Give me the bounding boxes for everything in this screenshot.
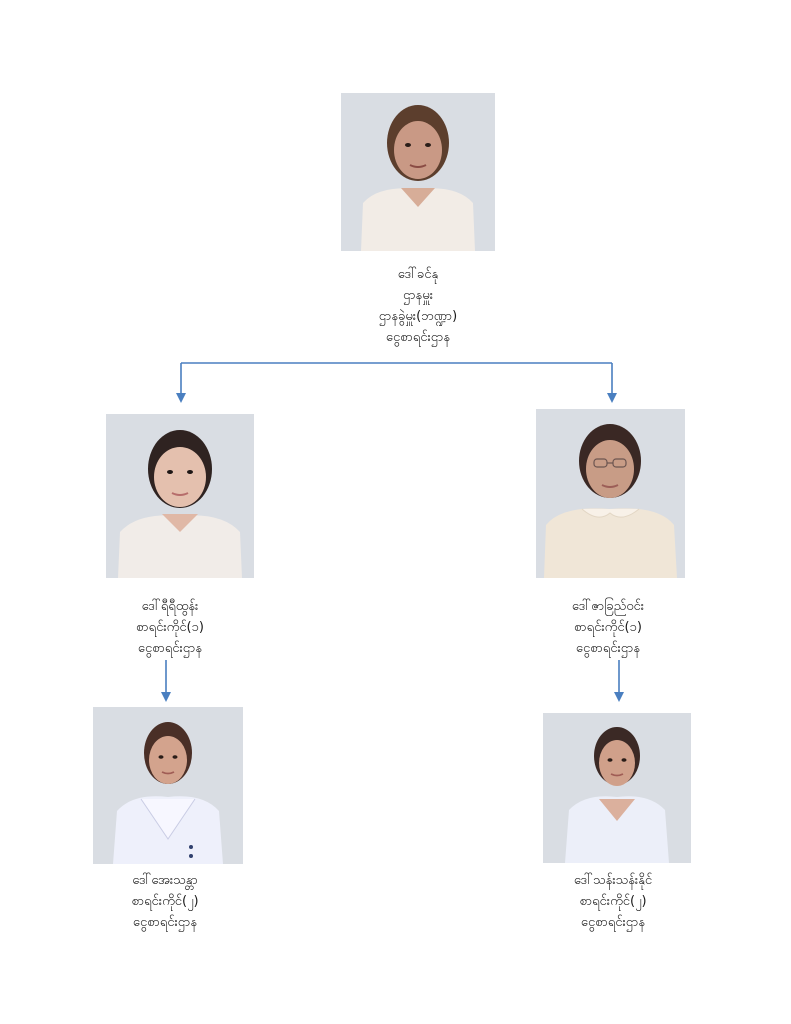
root-subtitle: ဌာနခွဲမှူး(ဘဏ္ဍာ) bbox=[378, 309, 458, 324]
root-department: ငွေစာရင်းဌာန bbox=[385, 330, 451, 345]
right-level2-portrait-image bbox=[543, 713, 691, 863]
right-level1-portrait-image bbox=[536, 409, 685, 578]
left-level1-label: ဒေါ်ရီရီထွန်း စာရင်းကိုင်(၁) ငွေစာရင်းဌာ… bbox=[60, 596, 280, 659]
left-level2-portrait-image bbox=[93, 707, 243, 864]
right-level2-photo bbox=[543, 713, 691, 863]
left-level1-department: ငွေစာရင်းဌာန bbox=[137, 641, 203, 656]
right-level2-title: စာရင်းကိုင်(၂) bbox=[579, 894, 647, 909]
right-level2-label: ဒေါ်သန်းသန်းနိုင် စာရင်းကိုင်(၂) ငွေစာရင… bbox=[503, 870, 723, 933]
right-level1-name: ဒေါ်ဇာခြည်ဝင်း bbox=[571, 599, 645, 614]
right-level1-photo bbox=[536, 409, 685, 578]
root-photo bbox=[341, 93, 495, 251]
left-level2-title: စာရင်းကိုင်(၂) bbox=[131, 894, 199, 909]
root-portrait-image bbox=[341, 93, 495, 251]
left-level2-label: ဒေါ်အေးသန္တာ စာရင်းကိုင်(၂) ငွေစာရင်းဌာန bbox=[55, 870, 275, 933]
left-level1-name: ဒေါ်ရီရီထွန်း bbox=[141, 599, 199, 614]
left-level2-photo bbox=[93, 707, 243, 864]
left-level1-portrait-image bbox=[106, 414, 254, 578]
right-level2-name: ဒေါ်သန်းသန်းနိုင် bbox=[573, 873, 653, 888]
right-level1-department: ငွေစာရင်းဌာန bbox=[575, 641, 641, 656]
left-level2-department: ငွေစာရင်းဌာန bbox=[132, 915, 198, 930]
right-level1-label: ဒေါ်ဇာခြည်ဝင်း စာရင်းကိုင်(၁) ငွေစာရင်းဌ… bbox=[498, 596, 718, 659]
root-title: ဌာနမှူး bbox=[402, 288, 433, 303]
left-level1-title: စာရင်းကိုင်(၁) bbox=[135, 620, 205, 635]
root-name: ဒေါ်ခင်နု bbox=[397, 267, 439, 282]
right-level2-department: ငွေစာရင်းဌာန bbox=[580, 915, 646, 930]
left-level2-name: ဒေါ်အေးသန္တာ bbox=[132, 873, 198, 888]
right-level1-title: စာရင်းကိုင်(၁) bbox=[573, 620, 643, 635]
root-label: ဒေါ်ခင်နု ဌာနမှူး ဌာနခွဲမှူး(ဘဏ္ဍာ) ငွေစ… bbox=[308, 264, 528, 348]
left-level1-photo bbox=[106, 414, 254, 578]
